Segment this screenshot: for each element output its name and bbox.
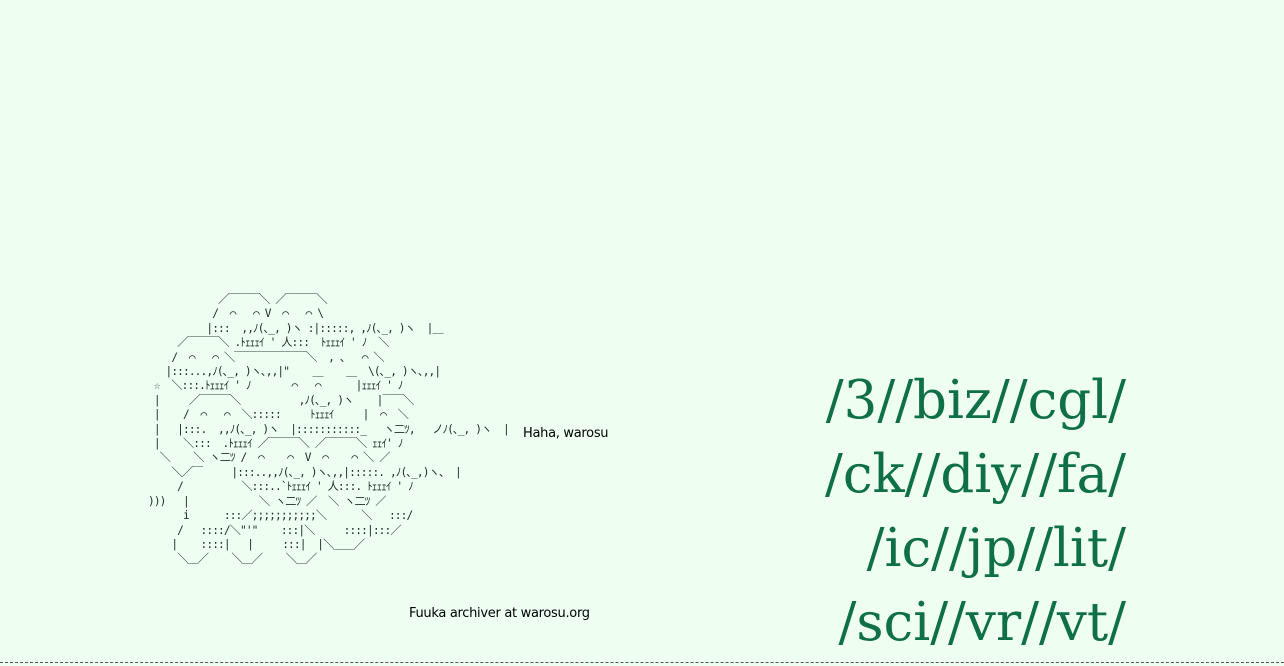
board-link-cgl[interactable]: /cgl/ — [1009, 370, 1126, 431]
board-link-vr[interactable]: /vr/ — [948, 592, 1040, 653]
board-link-ck[interactable]: /ck/ — [825, 444, 923, 505]
board-row: /sci//vr//vt/ — [825, 586, 1127, 660]
board-row: /ck//diy//fa/ — [825, 438, 1126, 512]
board-link-fa[interactable]: /fa/ — [1039, 444, 1126, 505]
board-row: /3//biz//cgl/ — [825, 364, 1126, 438]
bottom-divider — [0, 662, 1284, 663]
board-link-ic[interactable]: /ic/ — [866, 518, 949, 579]
board-link-lit[interactable]: /lit/ — [1035, 518, 1126, 579]
board-link-jp[interactable]: /jp/ — [949, 518, 1036, 579]
caption-haha-warosu: Haha, warosu — [523, 426, 609, 441]
board-link-diy[interactable]: /diy/ — [922, 444, 1040, 505]
board-row: /ic//jp//lit/ — [825, 512, 1126, 586]
caption-fuuka-archiver: Fuuka archiver at warosu.org — [409, 606, 590, 621]
ascii-art-mascot: ／￣￣￣＼ ／￣￣￣＼ / ⌒ ⌒ V ⌒ ⌒ \ |::: ,,ﾉ(､_, )… — [148, 293, 510, 566]
board-link-biz[interactable]: /biz/ — [895, 370, 1010, 431]
board-link-vt[interactable]: /vt/ — [1039, 592, 1126, 653]
board-link-sci[interactable]: /sci/ — [838, 592, 949, 653]
board-link-3[interactable]: /3/ — [825, 370, 896, 431]
board-list: /3//biz//cgl/ /ck//diy//fa/ /ic//jp//lit… — [825, 364, 1126, 660]
